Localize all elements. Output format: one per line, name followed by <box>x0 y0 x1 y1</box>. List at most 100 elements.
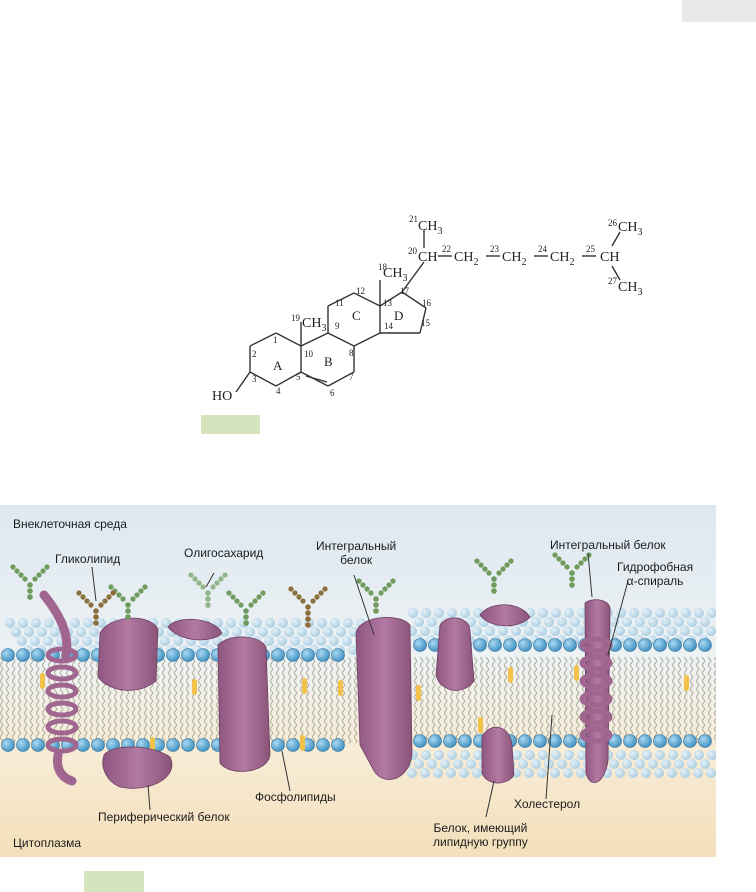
helix-turn <box>579 726 613 744</box>
back-head <box>258 627 268 637</box>
back-head <box>252 618 262 628</box>
phospholipid-head <box>698 638 712 652</box>
phospholipid-head <box>698 734 712 748</box>
atom-number: 2 <box>252 349 257 359</box>
back-head <box>11 627 21 637</box>
leader-helix <box>607 580 629 656</box>
helix-turn <box>45 718 79 736</box>
back-head <box>628 768 638 778</box>
back-head <box>694 608 704 618</box>
sugar-unit <box>373 602 379 608</box>
atom-number: 10 <box>304 349 314 359</box>
methylene-group-24: CH2 <box>550 250 574 268</box>
back-head <box>681 608 691 618</box>
back-head <box>329 636 339 646</box>
phospholipid-head <box>196 648 210 662</box>
sugar-unit <box>142 584 148 590</box>
back-head <box>512 750 522 760</box>
back-head <box>460 750 470 760</box>
phospholipid-head <box>91 738 105 752</box>
back-head <box>446 768 456 778</box>
back-head <box>577 608 587 618</box>
phospholipid-head <box>413 734 427 748</box>
back-head <box>421 750 431 760</box>
back-head <box>226 618 236 628</box>
phospholipid-head <box>181 738 195 752</box>
back-head <box>472 768 482 778</box>
phospholipid-head <box>316 738 330 752</box>
bond <box>419 307 427 334</box>
back-head <box>648 617 658 627</box>
back-head <box>557 617 567 627</box>
cholesterol-molecule <box>192 679 197 695</box>
phospholipid-head <box>301 648 315 662</box>
methine-group-25: CH <box>600 250 619 265</box>
oligosaccharide-8 <box>552 552 592 588</box>
sugar-unit <box>106 594 112 600</box>
back-head <box>654 626 664 636</box>
label-integral-protein-2: Интегральный белок <box>550 538 666 552</box>
back-head <box>303 636 313 646</box>
bond <box>327 332 355 347</box>
atom-number: 20 <box>408 246 418 256</box>
double-bond <box>305 375 328 383</box>
phospholipid-head <box>331 648 345 662</box>
atom-number: 17 <box>400 286 410 296</box>
oligosaccharide-4 <box>226 590 266 626</box>
back-head <box>629 608 639 618</box>
back-head <box>531 759 541 769</box>
sugar-unit <box>110 590 116 596</box>
phospholipid-head <box>623 734 637 748</box>
back-head <box>472 626 482 636</box>
back-head <box>291 618 301 628</box>
back-head <box>693 626 703 636</box>
phospholipid-head <box>413 638 427 652</box>
bond <box>353 332 381 347</box>
back-head <box>5 618 15 628</box>
sugar-unit <box>218 576 224 582</box>
phospholipid-head <box>638 734 652 748</box>
sugar-unit <box>22 576 28 582</box>
back-head <box>668 750 678 760</box>
sugar-unit <box>116 592 122 598</box>
label-glycolipid: Гликолипид <box>55 552 121 566</box>
integral-protein-left <box>217 636 271 772</box>
phospholipid-head <box>331 738 345 752</box>
back-head <box>706 768 716 778</box>
back-head <box>232 627 242 637</box>
sugar-unit <box>491 576 497 582</box>
phospholipid-row <box>398 734 712 748</box>
atom-number: 15 <box>421 318 431 328</box>
alpha-helix-right <box>579 636 613 744</box>
back-head <box>160 636 170 646</box>
back-head <box>655 608 665 618</box>
back-head <box>310 627 320 637</box>
sugar-unit <box>486 570 492 576</box>
phospholipid-head <box>473 638 487 652</box>
phospholipid-head <box>488 638 502 652</box>
back-head <box>667 626 677 636</box>
back-head <box>707 608 716 618</box>
phospholipid-head <box>31 648 45 662</box>
back-head <box>414 617 424 627</box>
atom-number: 9 <box>335 321 340 331</box>
sugar-unit <box>382 586 388 592</box>
back-head <box>525 750 535 760</box>
phospholipid-head <box>286 648 300 662</box>
glycolipid-chain <box>76 590 116 626</box>
bond <box>611 231 621 247</box>
back-head <box>609 759 619 769</box>
back-head <box>680 768 690 778</box>
bond <box>275 371 302 387</box>
sugar-unit <box>102 598 108 604</box>
back-head <box>538 608 548 618</box>
back-head <box>707 750 716 760</box>
sugar-unit <box>260 590 266 596</box>
methyl-group-21: CH3 <box>418 219 442 237</box>
phospholipid-head <box>166 648 180 662</box>
back-head <box>537 626 547 636</box>
sugar-unit <box>44 564 50 570</box>
sugar-unit <box>130 596 136 602</box>
back-head <box>511 626 521 636</box>
phospholipid-head <box>653 638 667 652</box>
